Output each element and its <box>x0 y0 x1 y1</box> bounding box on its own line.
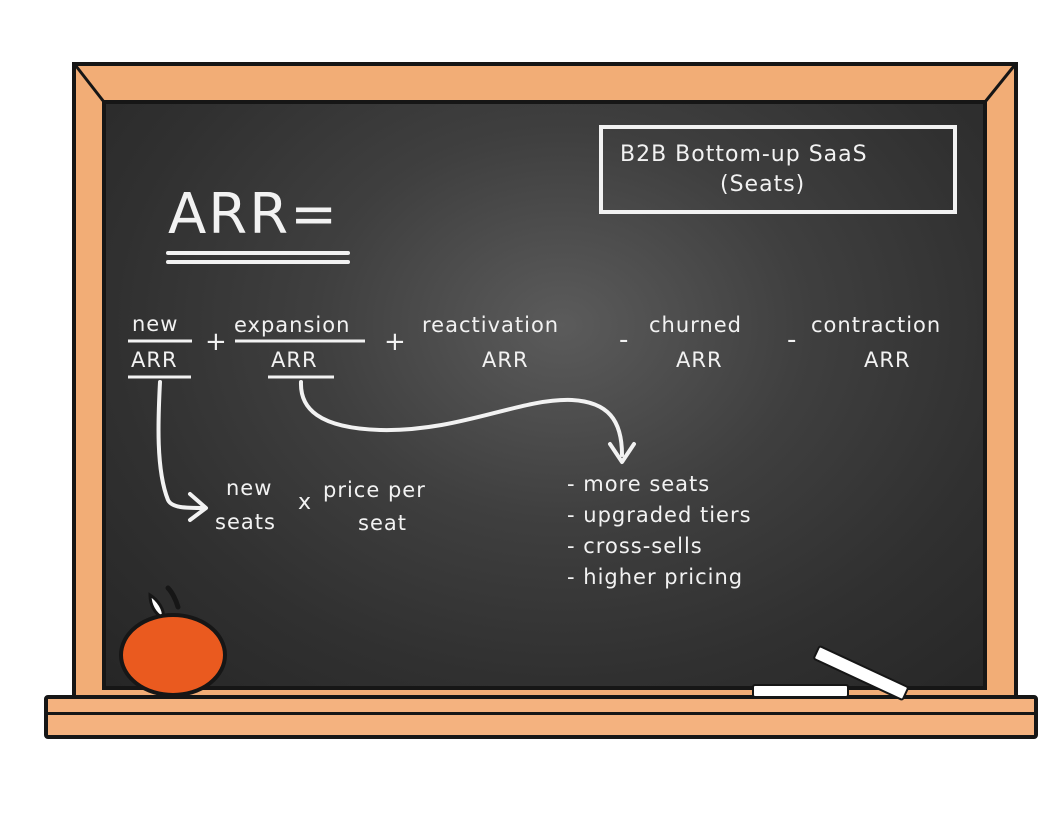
expansion-item-3: - cross-sells <box>567 534 703 558</box>
breakdown-seat: seat <box>358 511 407 535</box>
breakdown-times: x <box>298 490 312 515</box>
breakdown-seats: seats <box>215 510 276 534</box>
term-reactivation-bottom: ARR <box>482 348 529 372</box>
term-expansion-bottom: ARR <box>271 348 318 372</box>
term-contraction-top: contraction <box>811 313 942 337</box>
term-new-bottom: ARR <box>131 348 178 372</box>
term-churned-top: churned <box>649 313 742 337</box>
ledge-line <box>46 712 1036 715</box>
term-contraction-bottom: ARR <box>864 348 911 372</box>
operator-4: - <box>787 325 797 355</box>
term-expansion-top: expansion <box>234 313 351 337</box>
breakdown-price-per: price per <box>323 478 426 502</box>
term-new-top: new <box>132 312 179 336</box>
term-churned-bottom: ARR <box>676 348 723 372</box>
operator-3: - <box>619 325 629 355</box>
term-reactivation-top: reactivation <box>422 313 560 337</box>
badge-line-1: B2B Bottom-up SaaS <box>620 142 868 167</box>
chalk-ledge <box>44 695 1038 739</box>
badge-line-2: (Seats) <box>720 172 806 197</box>
formula-title: ARR= <box>168 182 340 247</box>
expansion-item-1: - more seats <box>567 472 711 496</box>
operator-1: + <box>205 327 227 357</box>
expansion-item-2: - upgraded tiers <box>567 503 752 527</box>
breakdown-new: new <box>226 476 273 500</box>
expansion-item-4: - higher pricing <box>567 565 744 589</box>
operator-2: + <box>384 327 406 357</box>
